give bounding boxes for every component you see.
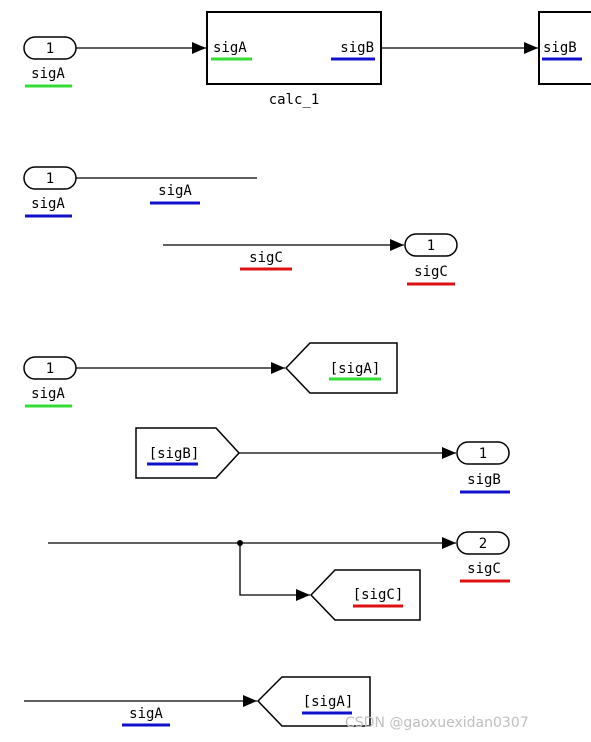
outport-number: 2 — [479, 536, 487, 552]
row5-outport[interactable]: 1 — [456, 441, 510, 465]
outport-signal-label: sigC — [467, 561, 501, 577]
row3-outport[interactable]: 1 — [404, 233, 458, 257]
from-tag: [sigB] — [149, 446, 200, 462]
inport-number: 1 — [46, 41, 54, 57]
goto-block-siga-2[interactable]: [sigA] — [256, 676, 371, 727]
subsystem-output-port: sigB — [340, 40, 374, 56]
row4-inport[interactable]: 1 — [23, 356, 77, 380]
line-signal-label: sigC — [249, 250, 283, 266]
inport-number: 1 — [46, 361, 54, 377]
line-signal-label: sigA — [129, 706, 163, 722]
block-input-port: sigB — [543, 40, 577, 56]
goto-block-siga[interactable]: [sigA] — [284, 342, 398, 394]
inport-number: 1 — [46, 171, 54, 187]
line-signal-label: sigA — [158, 183, 192, 199]
watermark: CSDN @gaoxuexidan0307 — [345, 715, 529, 731]
row1-inport[interactable]: 1 — [23, 36, 77, 60]
inport-signal-label: sigA — [31, 386, 65, 402]
goto-block-sigc[interactable]: [sigC] — [309, 569, 421, 621]
subsystem-name: calc_1 — [269, 92, 320, 108]
calc-1-subsystem[interactable]: sigA sigB — [206, 11, 382, 85]
branch-line[interactable] — [239, 543, 310, 601]
subsystem-input-port: sigA — [213, 40, 247, 56]
downstream-block[interactable]: sigB — [538, 11, 591, 85]
goto-tag: [sigA] — [330, 361, 381, 377]
goto-tag: [sigA] — [303, 694, 354, 710]
row2-inport[interactable]: 1 — [23, 166, 77, 190]
goto-tag: [sigC] — [353, 587, 404, 603]
outport-number: 1 — [479, 446, 487, 462]
inport-signal-label: sigA — [31, 66, 65, 82]
outport-signal-label: sigB — [467, 472, 501, 488]
inport-signal-label: sigA — [31, 196, 65, 212]
from-block-sigb[interactable]: [sigB] — [135, 427, 241, 479]
outport-number: 1 — [427, 238, 435, 254]
outport-signal-label: sigC — [414, 264, 448, 280]
row6-outport[interactable]: 2 — [456, 531, 510, 555]
